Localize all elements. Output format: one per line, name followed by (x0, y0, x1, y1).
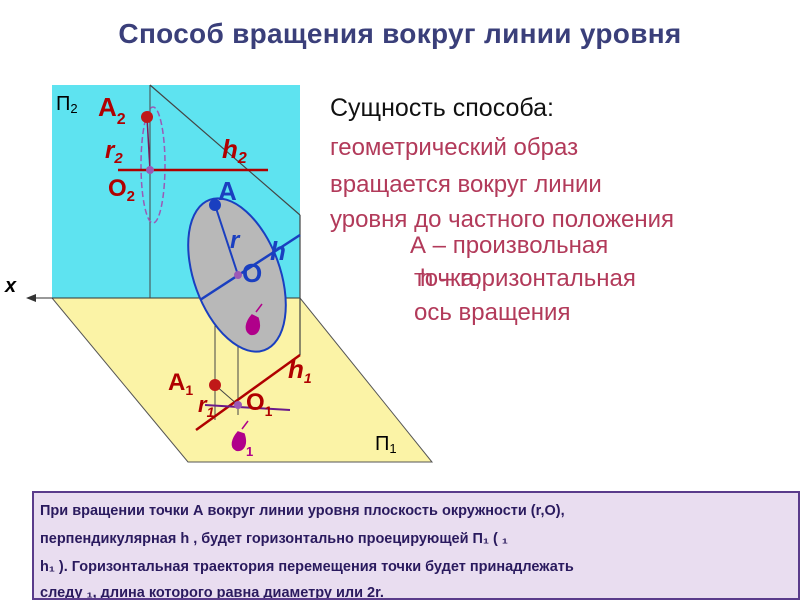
point-A1 (209, 379, 221, 391)
x-axis-label: x (4, 275, 17, 297)
explanation-line: При вращении точки А вокруг линии уровня… (40, 503, 565, 519)
description-line: вращается вокруг линии (330, 171, 602, 198)
omega-icon (245, 303, 263, 336)
r2-label: r2 (105, 137, 123, 167)
point-A2 (141, 111, 153, 123)
h-axis-line (199, 233, 301, 302)
explanation-line: следу ₁, длина которого равна диаметру и… (40, 585, 384, 600)
description-line: уровня до частного положения (330, 206, 675, 233)
note-point-a: А – произвольная (410, 232, 609, 259)
essence-heading: Сущность способа: (330, 94, 554, 122)
o2-label: O2 (108, 175, 135, 205)
a2-o2-line (146, 116, 151, 171)
o1-label: O1 (246, 389, 273, 419)
pi1-label: П1 (375, 433, 397, 456)
explanation-line: перпендикулярная h , будет горизонтально… (40, 531, 508, 547)
point-A (209, 199, 221, 211)
page-title: Способ вращения вокруг линии уровня (118, 18, 682, 49)
note-h-horizontal: h – горизонтальная (420, 265, 636, 292)
explanation-box: При вращении точки А вокруг линии уровня… (32, 491, 800, 600)
a2-label: A2 (98, 92, 126, 128)
plane-edge (149, 84, 301, 216)
a-label: A (218, 176, 237, 206)
pi2-label: П2 (56, 93, 78, 116)
note-point-word: точка, (414, 265, 482, 292)
h1-line (195, 353, 301, 432)
point-O (234, 271, 242, 279)
omega1-sub-label: 1 (246, 444, 253, 459)
description-line: геометрический образ (330, 134, 579, 161)
omega1-trace (204, 404, 291, 411)
x-axis-arrow (26, 294, 36, 302)
frontal-trace-ellipse (140, 106, 166, 224)
a1-label: A1 (168, 369, 193, 398)
explanation-line: h₁ ). Горизонтальная траектория перемеще… (40, 559, 574, 575)
point-O2 (146, 166, 154, 174)
o-label: O (242, 258, 262, 288)
omega1-icon (231, 420, 249, 452)
note-axis: ось вращения (414, 299, 571, 326)
point-O1 (234, 401, 242, 409)
radius-line (214, 204, 239, 276)
h1-label: h1 (288, 354, 312, 386)
r-label: r (230, 227, 241, 254)
h-label: h (270, 236, 286, 266)
r1-label: r1 (198, 392, 215, 420)
h2-label: h2 (222, 134, 247, 167)
